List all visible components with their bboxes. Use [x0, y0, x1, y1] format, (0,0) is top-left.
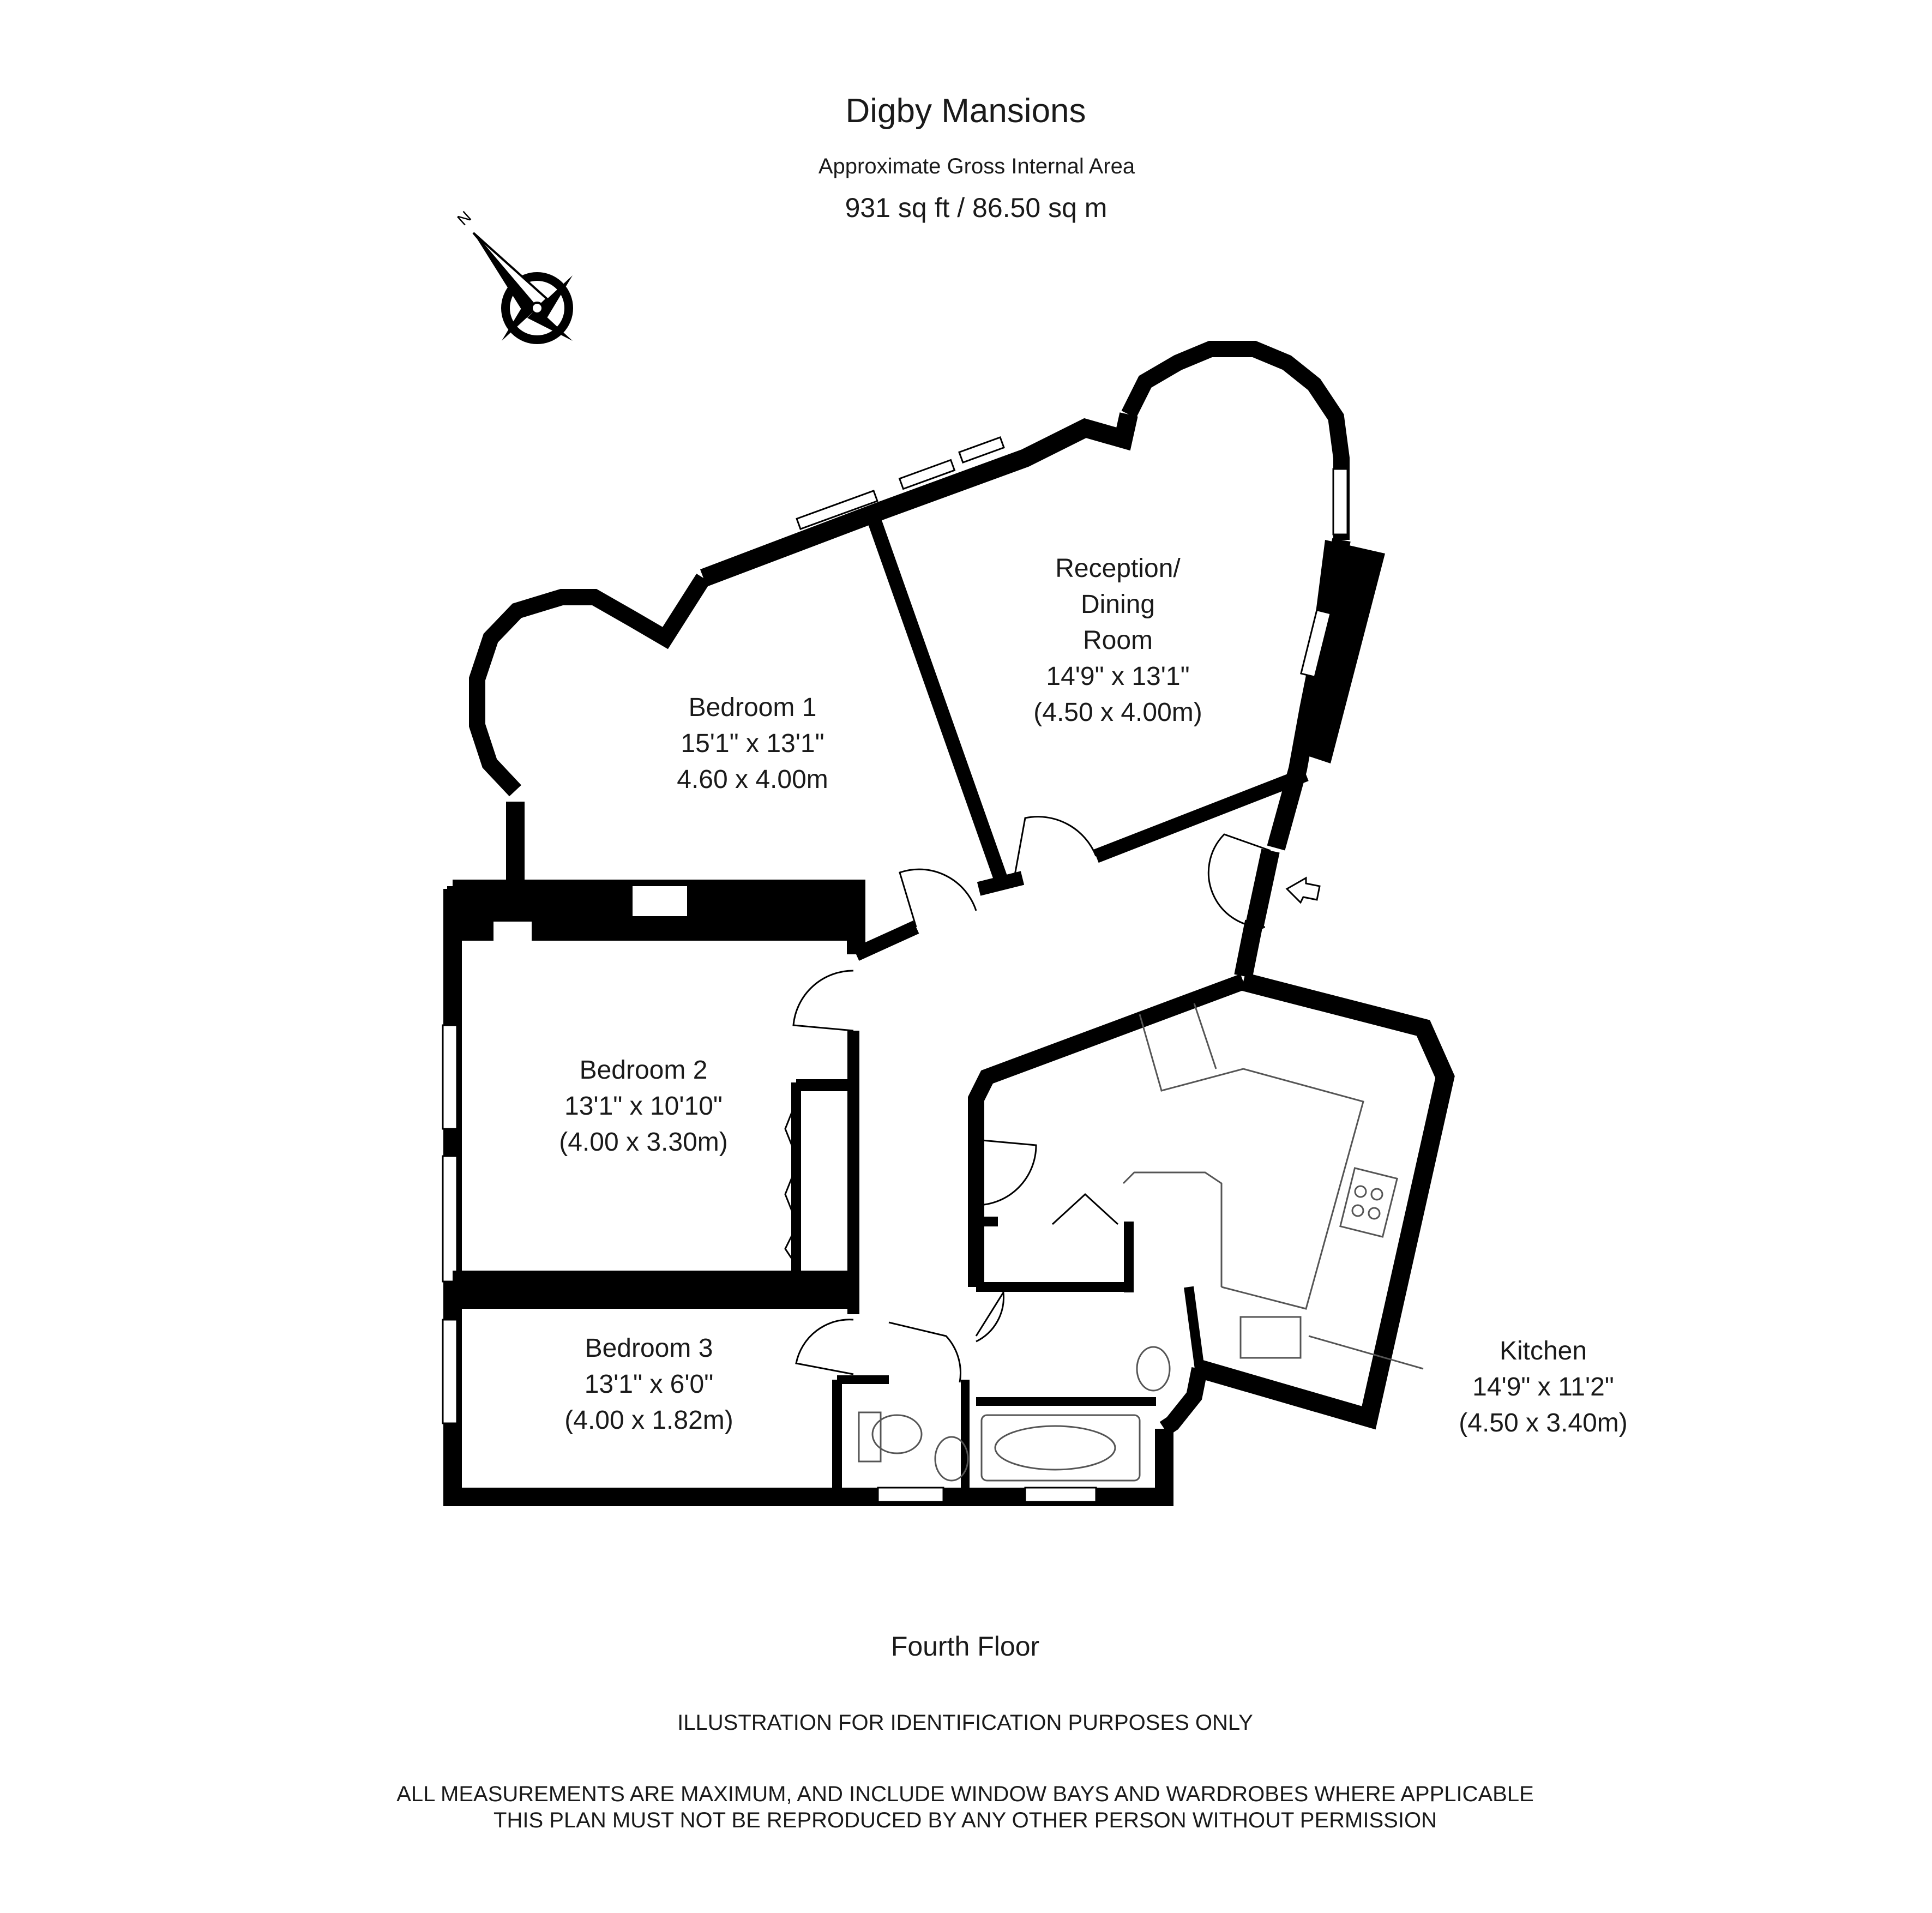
door-swings	[792, 816, 1271, 1383]
area-subtitle: Approximate Gross Internal Area	[818, 154, 1135, 178]
disclaimer-measurements: ALL MEASUREMENTS ARE MAXIMUM, AND INCLUD…	[396, 1782, 1534, 1806]
room-name: Room	[1082, 626, 1153, 655]
entrance-arrow-icon	[1285, 876, 1321, 904]
room-label-bedroom-2: Bedroom 2 13'1" x 10'10" (4.00 x 3.30m)	[559, 1052, 727, 1160]
room-name: Bedroom 2	[579, 1056, 708, 1085]
room-name: Bedroom 1	[688, 693, 817, 722]
room-label-bedroom-3: Bedroom 3 13'1" x 6'0" (4.00 x 1.82m)	[564, 1331, 733, 1439]
bathroom-fixtures	[858, 1346, 1171, 1482]
gross-area: 931 sq ft / 86.50 sq m	[845, 192, 1108, 223]
room-size-metric: (4.50 x 3.40m)	[1459, 1409, 1628, 1437]
interior-walls	[453, 513, 1309, 1497]
room-size-imperial: 13'1" x 10'10"	[564, 1092, 723, 1121]
compass-rose-icon: N	[454, 208, 573, 344]
room-size-imperial: 14'9" x 13'1"	[1046, 662, 1190, 691]
room-label-kitchen: Kitchen 14'9" x 11'2" (4.50 x 3.40m)	[1459, 1333, 1627, 1441]
room-size-imperial: 15'1" x 13'1"	[681, 729, 824, 758]
room-size-imperial: 14'9" x 11'2"	[1472, 1373, 1614, 1401]
kitchen-worktop	[1122, 1003, 1424, 1370]
room-size-metric: (4.00 x 3.30m)	[559, 1128, 728, 1157]
room-name: Bedroom 3	[585, 1334, 713, 1363]
wardrobe	[784, 1101, 797, 1266]
plan-title: Digby Mansions	[845, 92, 1086, 130]
disclaimer-identification: ILLUSTRATION FOR IDENTIFICATION PURPOSES…	[677, 1711, 1253, 1735]
compass-letter: N	[454, 208, 475, 229]
room-size-imperial: 13'1" x 6'0"	[584, 1370, 714, 1399]
windows	[442, 436, 1349, 1503]
disclaimer-reproduction: THIS PLAN MUST NOT BE REPRODUCED BY ANY …	[493, 1808, 1437, 1832]
room-label-reception: Reception/ Dining Room 14'9" x 13'1" (4.…	[1033, 551, 1202, 731]
room-name: Dining	[1080, 590, 1155, 619]
room-name: Kitchen	[1499, 1337, 1587, 1365]
floor-label: Fourth Floor	[890, 1631, 1040, 1662]
room-size-metric: (4.00 x 1.82m)	[564, 1406, 733, 1435]
room-size-metric: 4.60 x 4.00m	[677, 765, 828, 794]
room-name: Reception/	[1055, 554, 1181, 583]
room-label-bedroom-1: Bedroom 1 15'1" x 13'1" 4.60 x 4.00m	[677, 690, 828, 798]
room-size-metric: (4.50 x 4.00m)	[1033, 698, 1202, 727]
exterior-walls	[443, 341, 1455, 1506]
